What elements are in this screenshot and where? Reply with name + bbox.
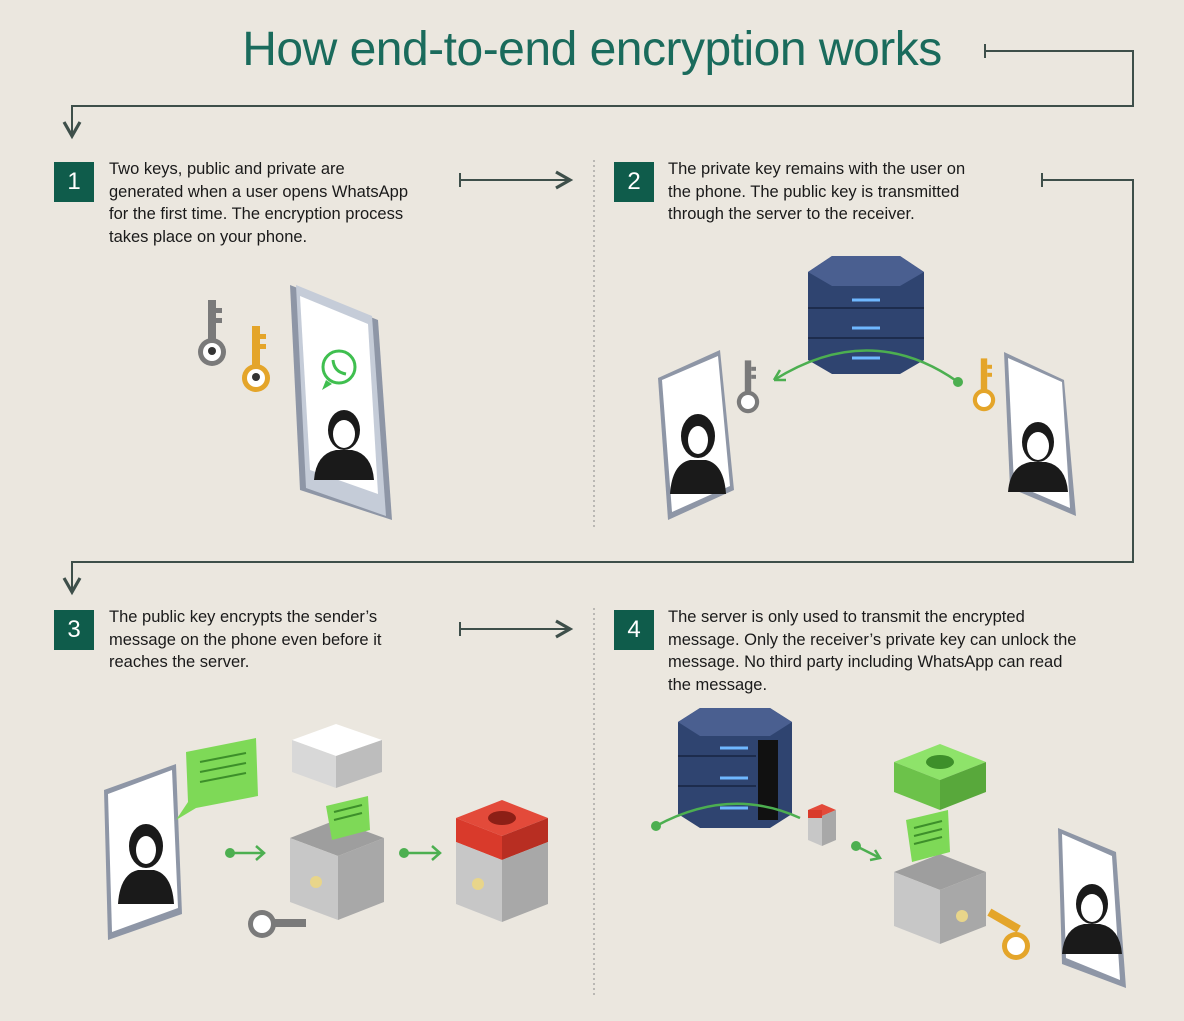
step-2-text: The private key remains with the user on…	[668, 160, 966, 223]
step-4-badge: 4	[614, 610, 654, 650]
step-4-text: The server is only used to transmit the …	[668, 608, 1077, 694]
step3-to-step4-arrow	[459, 619, 574, 639]
step2-server	[808, 256, 924, 374]
step4-unlocked-lid	[894, 744, 986, 810]
step4-message-bubble	[906, 810, 950, 862]
page-title: How end-to-end encryption works	[242, 23, 942, 76]
step-1-text: Two keys, public and private are generat…	[109, 160, 409, 246]
step3-arrow-1	[225, 845, 266, 861]
step2-sender-person-icon	[670, 414, 726, 494]
step4-server	[678, 708, 792, 828]
step2-key-flow-arrow	[773, 349, 959, 384]
step1-to-step2-arrow	[459, 170, 574, 190]
step3-message-bubble	[176, 738, 258, 820]
title-connector	[62, 44, 1134, 140]
step-2-badge: 2	[614, 162, 654, 202]
step1-private-key	[198, 300, 226, 366]
step-3-badge: 3	[54, 610, 94, 650]
step1-phone	[290, 285, 392, 520]
step2-to-step3-connector	[62, 173, 1134, 596]
step-1-badge: 1	[54, 162, 94, 202]
step3-public-key	[248, 910, 306, 938]
step2-public-key	[972, 358, 996, 412]
step3-lock-lid	[292, 724, 382, 788]
step1-public-key	[242, 326, 270, 392]
step3-inner-bubble	[326, 796, 370, 840]
step3-sender-person-icon	[118, 824, 174, 904]
step4-arrow	[851, 841, 883, 862]
step4-flow-arrow	[655, 802, 801, 828]
step3-arrow-2	[399, 845, 442, 861]
step4-small-locked-box	[808, 804, 836, 846]
step2-private-key	[736, 360, 760, 414]
step4-private-key	[987, 908, 1030, 960]
step4-open-box	[894, 854, 986, 944]
step-3-text: The public key encrypts the sender’s mes…	[109, 608, 382, 671]
whatsapp-icon	[321, 349, 357, 390]
step3-locked-box	[456, 800, 548, 922]
